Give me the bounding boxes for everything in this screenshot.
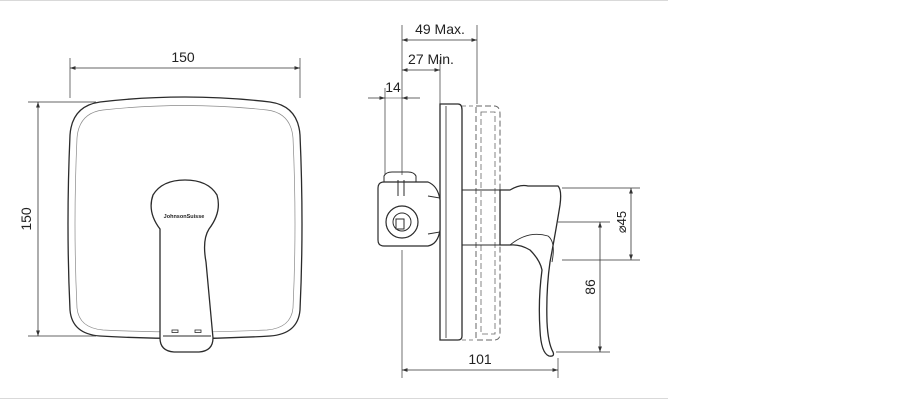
front-view: JohnsonSuisse 150 150 [18, 49, 303, 353]
side-view: 49 Max. 27 Min. 14 101 ⌀45 86 [368, 21, 640, 378]
lever-profile [499, 184, 562, 357]
cover-plate-inner-edge [74, 105, 296, 333]
dim-27-label: 27 Min. [408, 51, 454, 67]
dim-86-label: 86 [582, 279, 598, 295]
dim-14-label: 14 [385, 79, 401, 95]
valve-neck [427, 195, 441, 235]
wall-plate [439, 103, 463, 341]
hidden-plate-inner [480, 111, 496, 335]
valve-port-outer [385, 205, 419, 239]
valve-port-square [395, 218, 405, 230]
dim-49-label: 49 Max. [415, 21, 465, 37]
lever-profile-inner [509, 233, 554, 263]
cover-plate-outline [67, 96, 303, 340]
height-dimension-label: 150 [18, 207, 34, 231]
lever-handle [150, 179, 220, 353]
lever-tip-mark-right [194, 329, 202, 333]
width-dimension-label: 150 [171, 49, 195, 65]
frame-top-line [0, 0, 668, 1]
valve-port-inner [392, 212, 412, 232]
dim-45-label: ⌀45 [614, 211, 629, 233]
frame-bottom-line [0, 398, 668, 399]
hidden-plate-outline [475, 105, 501, 341]
brand-logo-text: JohnsonSuisse [164, 214, 205, 220]
lever-tip-mark-left [171, 329, 179, 333]
valve-top-nut [383, 171, 417, 182]
dim-101-label: 101 [468, 351, 492, 367]
